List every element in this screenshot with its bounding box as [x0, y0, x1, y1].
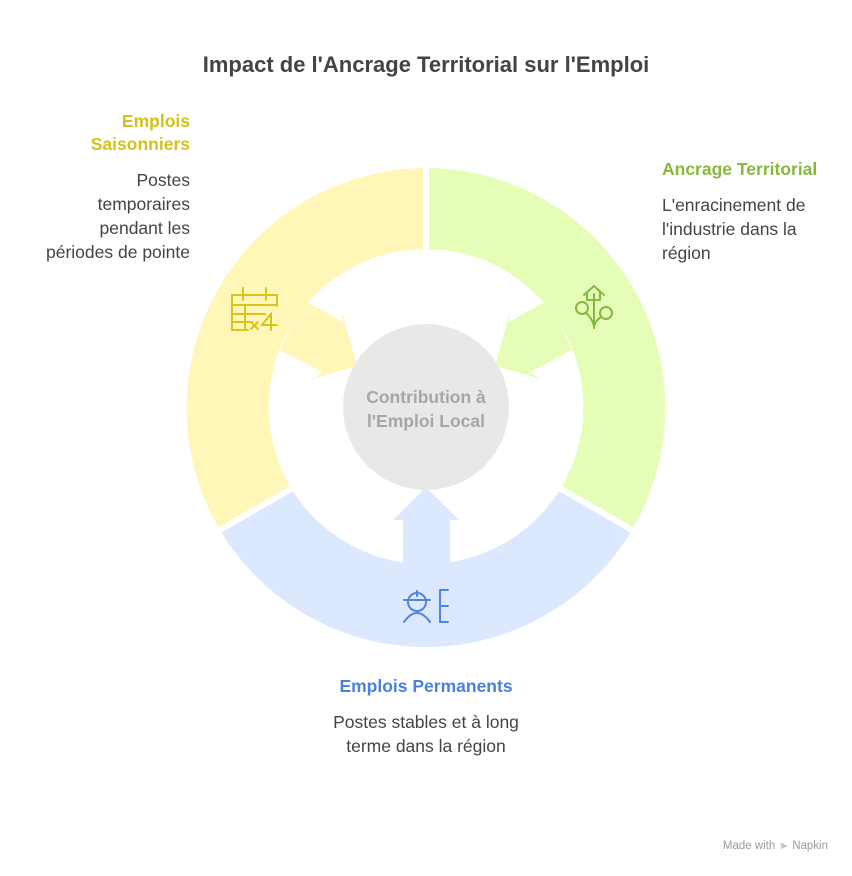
center-label: Contribution à l'Emploi Local	[366, 387, 486, 431]
segment-saisonniers	[186, 168, 423, 528]
napkin-logo-icon: ⫸	[780, 840, 787, 852]
center-circle	[343, 324, 509, 490]
segment-ancrage	[429, 168, 666, 528]
heading-permanents: Emplois Permanents	[339, 676, 513, 696]
block-saisonniers: Emplois Saisonniers Postes temporaires p…	[40, 110, 190, 264]
description-ancrage: L'enracinement de l'industrie dans la ré…	[662, 195, 806, 263]
calendar-x4-icon	[231, 287, 278, 331]
worker-hardhat-icon	[403, 589, 449, 623]
heading-saisonniers: Emplois Saisonniers	[90, 111, 190, 154]
arrow-saisonniers	[280, 300, 357, 379]
block-ancrage: Ancrage Territorial L'enracinement de l'…	[662, 158, 832, 265]
made-with-napkin-badge[interactable]: Made with ⫸ Napkin	[723, 840, 828, 853]
block-permanents: Emplois Permanents Postes stables et à l…	[326, 675, 526, 758]
arrow-permanents	[393, 487, 459, 565]
rooted-house-sprout-icon	[575, 285, 613, 329]
arrow-ancrage	[495, 300, 572, 379]
description-saisonniers: Postes temporaires pendant les périodes …	[46, 170, 190, 262]
heading-ancrage: Ancrage Territorial	[662, 159, 818, 179]
footer-brand: Napkin	[792, 840, 828, 852]
description-permanents: Postes stables et à long terme dans la r…	[333, 712, 519, 756]
footer-prefix: Made with	[722, 840, 776, 852]
diagram-title: Impact de l'Ancrage Territorial sur l'Em…	[202, 52, 650, 77]
segment-permanents	[221, 491, 631, 647]
